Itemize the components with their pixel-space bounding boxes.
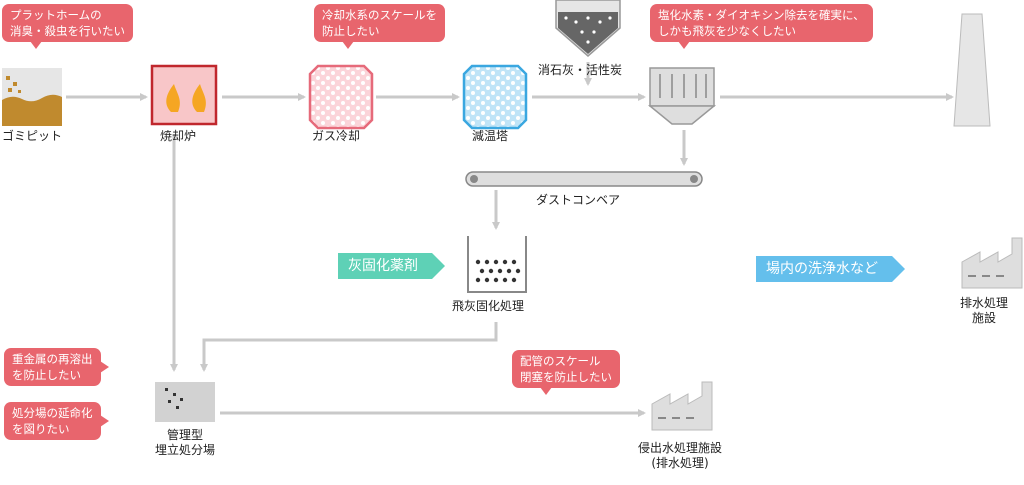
label-landfill-line2: 埋立処分場 xyxy=(154,443,215,457)
landfill-icon xyxy=(155,382,215,422)
callout-scale-line1: 冷却水系のスケールを xyxy=(322,8,437,22)
gas-cooling-icon xyxy=(308,64,374,130)
callout-landfill-life: 処分場の延命化 を図りたい xyxy=(4,402,108,440)
callout-platform-line2: 消臭・殺虫を行いたい xyxy=(10,24,125,38)
label-leachate-line2: (排水処理) xyxy=(651,456,709,470)
label-lime-carbon: 消石灰・活性炭 xyxy=(538,63,623,77)
label-leachate-line1: 侵出水処理施設 xyxy=(637,441,722,455)
leachate-factory-icon xyxy=(651,381,713,431)
dust-conveyor-icon xyxy=(465,171,703,187)
label-leachate: 侵出水処理施設 (排水処理) xyxy=(618,441,742,471)
label-fly-ash: 飛灰固化処理 xyxy=(452,299,525,313)
label-cooling-tower: 減温塔 xyxy=(472,129,509,143)
callout-life-line2: を図りたい xyxy=(12,422,70,436)
callout-pipe-line2: 閉塞を防止したい xyxy=(520,370,612,384)
callout-pipe-scale: 配管のスケール 閉塞を防止したい xyxy=(512,350,620,395)
callout-pipe-line1: 配管のスケール xyxy=(520,354,601,368)
label-furnace: 焼却炉 xyxy=(160,129,197,143)
bag-filter-icon xyxy=(647,67,717,125)
callout-metal-line1: 重金属の再溶出 xyxy=(12,352,93,366)
label-garbage-pit: ゴミピット xyxy=(2,129,63,143)
callout-hcl-line2: しかも飛灰を少なくしたい xyxy=(658,24,796,38)
label-drainage: 排水処理 施設 xyxy=(948,296,1020,326)
tag-wash-water: 場内の洗浄水など xyxy=(756,256,905,282)
label-gas-cooling: ガス冷却 xyxy=(312,129,361,143)
garbage-pit-icon xyxy=(2,68,62,126)
callout-scale: 冷却水系のスケールを 防止したい xyxy=(314,4,445,49)
label-landfill: 管理型 埋立処分場 xyxy=(130,428,240,458)
tag-ash-agent: 灰固化薬剤 xyxy=(338,253,445,279)
callout-heavy-metal: 重金属の再溶出 を防止したい xyxy=(4,348,108,386)
callout-platform-line1: プラットホームの xyxy=(10,8,102,22)
callout-platform: プラットホームの 消臭・殺虫を行いたい xyxy=(2,4,133,49)
label-landfill-line1: 管理型 xyxy=(166,428,203,442)
lime-hopper-icon xyxy=(555,0,621,57)
arrow-flyash-to-landfill xyxy=(200,322,498,372)
callout-hcl-dioxin: 塩化水素・ダイオキシン除去を確実に、 しかも飛灰を少なくしたい xyxy=(650,4,873,49)
flow-arrows xyxy=(66,62,954,417)
furnace-icon xyxy=(150,64,218,126)
callout-life-line1: 処分場の延命化 xyxy=(12,406,93,420)
label-dust-conveyor: ダストコンベア xyxy=(536,193,621,207)
fly-ash-icon xyxy=(467,236,527,293)
callout-metal-line2: を防止したい xyxy=(12,368,81,382)
label-drainage-line2: 施設 xyxy=(971,311,996,325)
stack-icon xyxy=(953,13,991,127)
callout-hcl-line1: 塩化水素・ダイオキシン除去を確実に、 xyxy=(658,8,865,22)
label-drainage-line1: 排水処理 xyxy=(959,296,1008,310)
drainage-factory-icon xyxy=(961,237,1023,289)
cooling-tower-icon xyxy=(462,64,528,130)
callout-scale-line2: 防止したい xyxy=(322,24,380,38)
